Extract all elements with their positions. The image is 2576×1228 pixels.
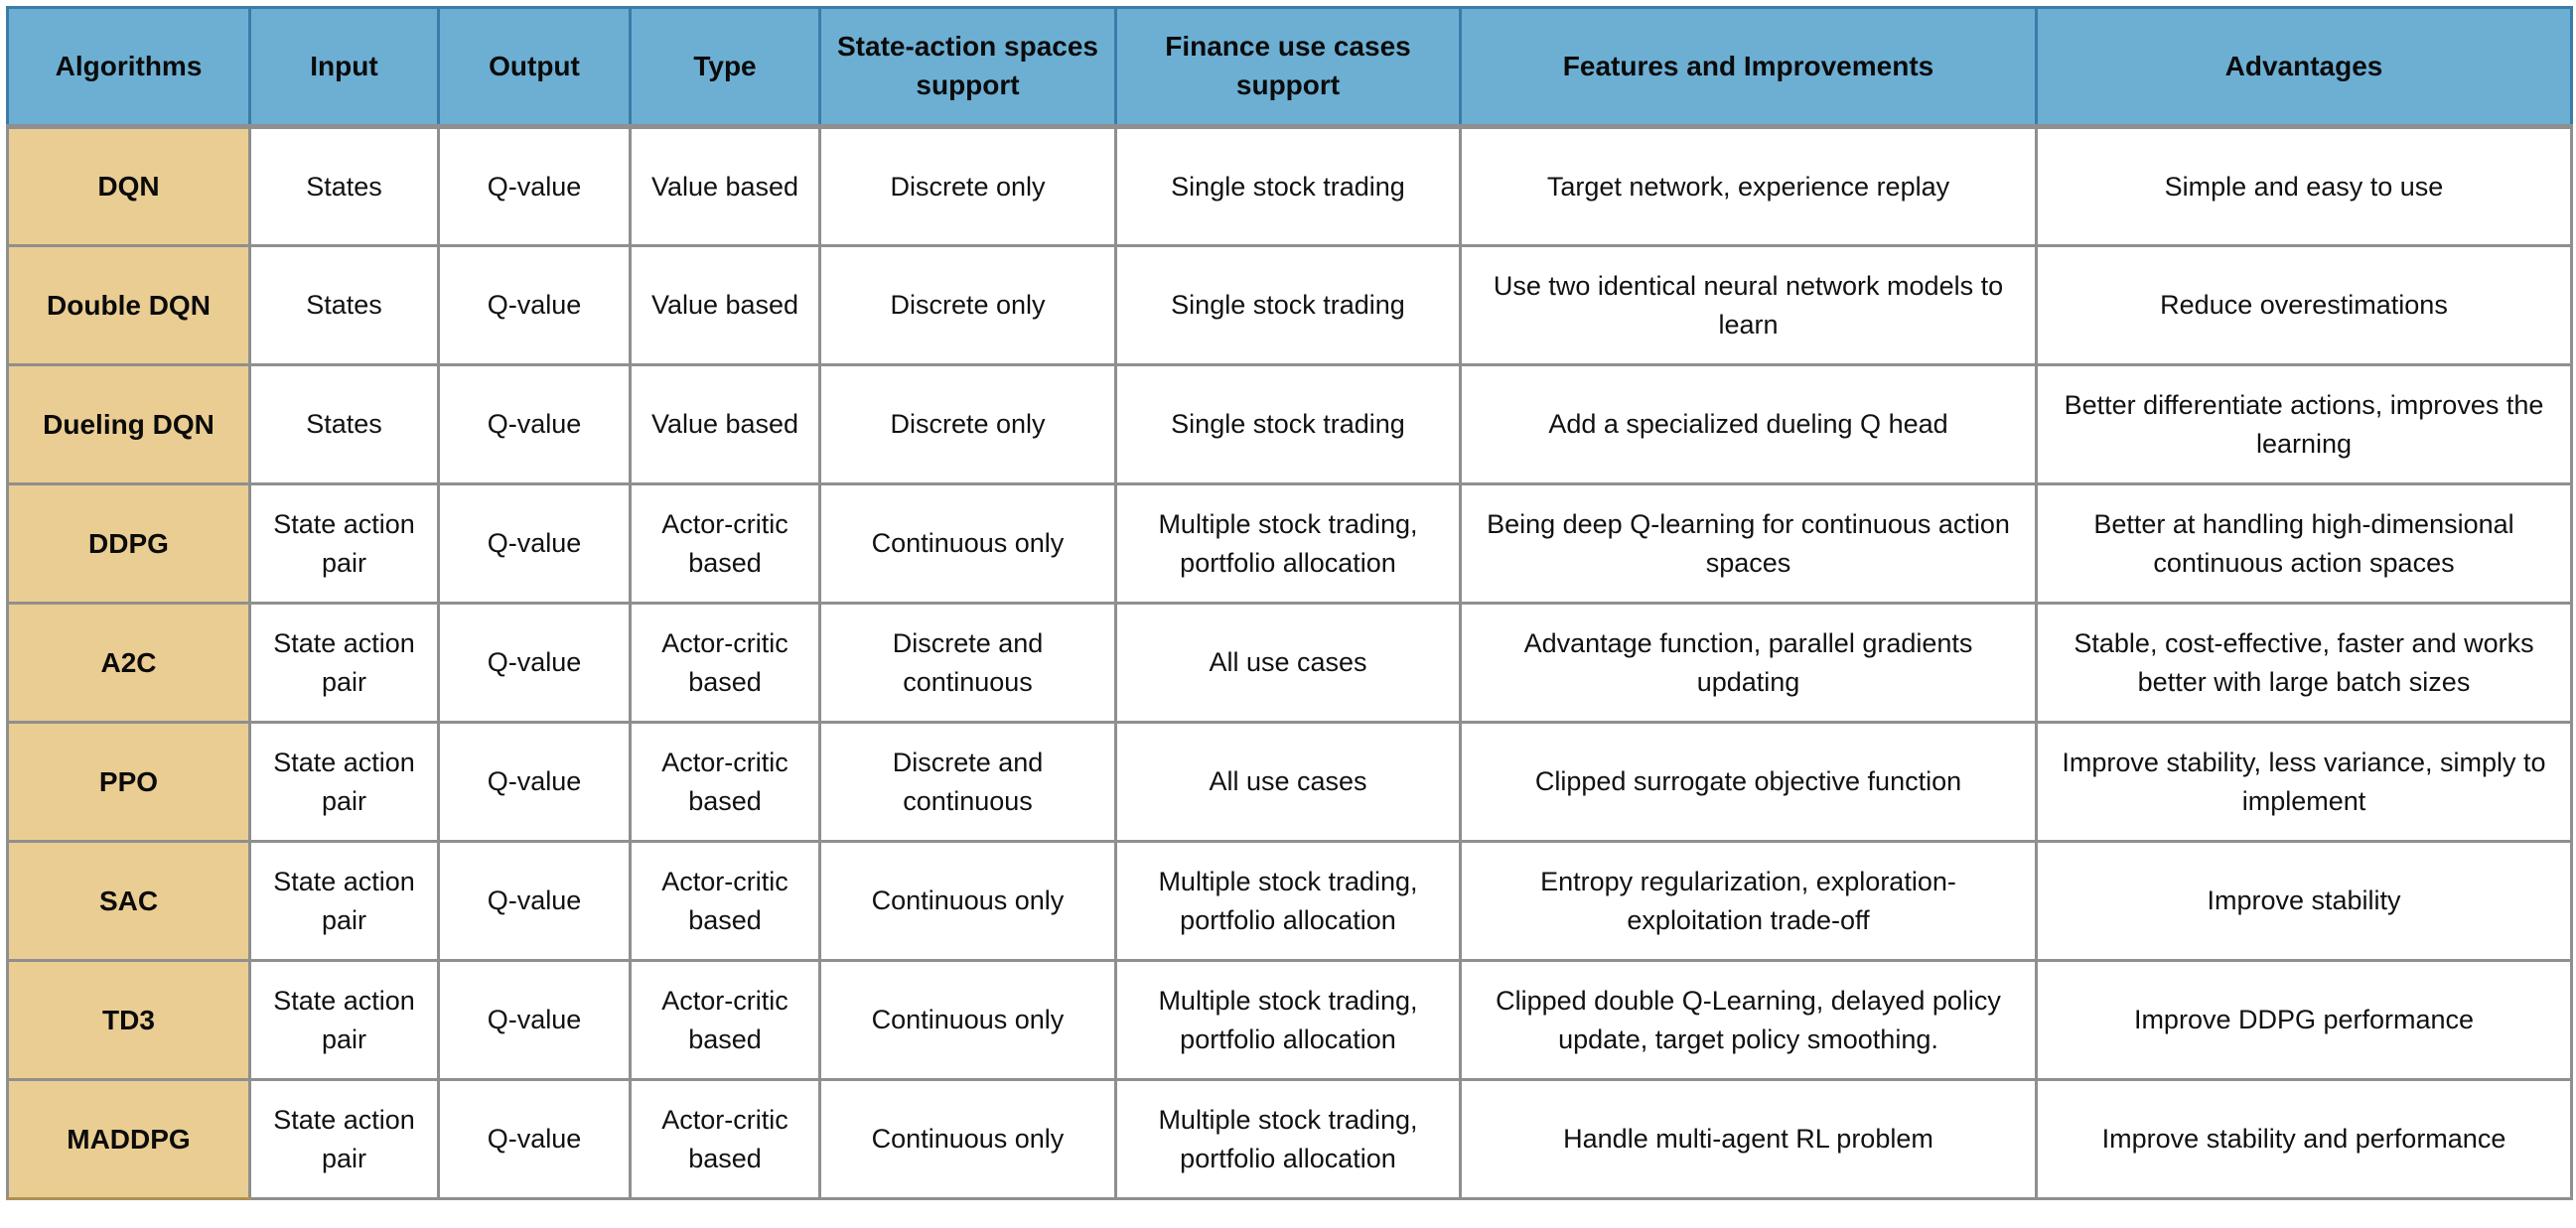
algorithm-name-cell: TD3 <box>6 959 251 1081</box>
output-cell: Q-value <box>437 1078 632 1200</box>
advantages-cell: Reduce overestimations <box>2035 244 2573 366</box>
state-action-cell: Discrete only <box>818 125 1117 247</box>
column-header-features-improvements: Features and Improvements <box>1459 6 2038 129</box>
features-cell: Use two identical neural network models … <box>1459 244 2038 366</box>
table-row-dqn: DQN States Q-value Value based Discrete … <box>6 125 2573 247</box>
algorithm-name-cell: A2C <box>6 602 251 724</box>
state-action-cell: Continuous only <box>818 959 1117 1081</box>
algorithm-name-cell: Double DQN <box>6 244 251 366</box>
type-cell: Value based <box>629 244 821 366</box>
output-cell: Q-value <box>437 602 632 724</box>
table-row-ddpg: DDPG State action pair Q-value Actor-cri… <box>6 482 2573 605</box>
input-cell: State action pair <box>248 602 440 724</box>
finance-use-cases-cell: All use cases <box>1114 602 1462 724</box>
table-row-ppo: PPO State action pair Q-value Actor-crit… <box>6 721 2573 843</box>
finance-use-cases-cell: Multiple stock trading, portfolio alloca… <box>1114 482 1462 605</box>
state-action-cell: Discrete and continuous <box>818 602 1117 724</box>
input-cell: State action pair <box>248 1078 440 1200</box>
table-row-a2c: A2C State action pair Q-value Actor-crit… <box>6 602 2573 724</box>
table-row-sac: SAC State action pair Q-value Actor-crit… <box>6 840 2573 962</box>
finance-use-cases-cell: Single stock trading <box>1114 244 1462 366</box>
output-cell: Q-value <box>437 840 632 962</box>
type-cell: Actor-critic based <box>629 482 821 605</box>
features-cell: Entropy regularization, exploration-expl… <box>1459 840 2038 962</box>
output-cell: Q-value <box>437 125 632 247</box>
rl-algorithms-comparison-table: Algorithms Input Output Type State-actio… <box>6 6 2573 1200</box>
output-cell: Q-value <box>437 363 632 485</box>
algorithm-name-cell: DQN <box>6 125 251 247</box>
state-action-cell: Continuous only <box>818 1078 1117 1200</box>
input-cell: State action pair <box>248 482 440 605</box>
algorithm-name-cell: SAC <box>6 840 251 962</box>
advantages-cell: Improve stability <box>2035 840 2573 962</box>
state-action-cell: Discrete only <box>818 363 1117 485</box>
algorithm-name-cell: PPO <box>6 721 251 843</box>
column-header-advantages: Advantages <box>2035 6 2573 129</box>
type-cell: Actor-critic based <box>629 840 821 962</box>
column-header-type: Type <box>629 6 821 129</box>
table-row-double-dqn: Double DQN States Q-value Value based Di… <box>6 244 2573 366</box>
input-cell: State action pair <box>248 840 440 962</box>
output-cell: Q-value <box>437 482 632 605</box>
type-cell: Actor-critic based <box>629 959 821 1081</box>
input-cell: States <box>248 363 440 485</box>
table-header: Algorithms Input Output Type State-actio… <box>6 6 2573 129</box>
input-cell: States <box>248 244 440 366</box>
input-cell: State action pair <box>248 959 440 1081</box>
table-row-dueling-dqn: Dueling DQN States Q-value Value based D… <box>6 363 2573 485</box>
finance-use-cases-cell: Single stock trading <box>1114 125 1462 247</box>
finance-use-cases-cell: Multiple stock trading, portfolio alloca… <box>1114 1078 1462 1200</box>
column-header-output: Output <box>437 6 632 129</box>
table-row-maddpg: MADDPG State action pair Q-value Actor-c… <box>6 1078 2573 1200</box>
advantages-cell: Simple and easy to use <box>2035 125 2573 247</box>
column-header-finance-use-cases: Finance use cases support <box>1114 6 1462 129</box>
type-cell: Value based <box>629 363 821 485</box>
input-cell: States <box>248 125 440 247</box>
input-cell: State action pair <box>248 721 440 843</box>
table-body: DQN States Q-value Value based Discrete … <box>6 125 2573 1200</box>
algorithm-name-cell: MADDPG <box>6 1078 251 1200</box>
features-cell: Handle multi-agent RL problem <box>1459 1078 2038 1200</box>
features-cell: Advantage function, parallel gradients u… <box>1459 602 2038 724</box>
table-row-td3: TD3 State action pair Q-value Actor-crit… <box>6 959 2573 1081</box>
output-cell: Q-value <box>437 721 632 843</box>
advantages-cell: Improve stability and performance <box>2035 1078 2573 1200</box>
type-cell: Actor-critic based <box>629 1078 821 1200</box>
advantages-cell: Better differentiate actions, improves t… <box>2035 363 2573 485</box>
finance-use-cases-cell: Single stock trading <box>1114 363 1462 485</box>
state-action-cell: Discrete and continuous <box>818 721 1117 843</box>
features-cell: Being deep Q-learning for continuous act… <box>1459 482 2038 605</box>
state-action-cell: Continuous only <box>818 840 1117 962</box>
advantages-cell: Stable, cost-effective, faster and works… <box>2035 602 2573 724</box>
type-cell: Actor-critic based <box>629 721 821 843</box>
state-action-cell: Discrete only <box>818 244 1117 366</box>
column-header-input: Input <box>248 6 440 129</box>
finance-use-cases-cell: Multiple stock trading, portfolio alloca… <box>1114 840 1462 962</box>
algorithm-name-cell: DDPG <box>6 482 251 605</box>
type-cell: Actor-critic based <box>629 602 821 724</box>
type-cell: Value based <box>629 125 821 247</box>
features-cell: Clipped double Q-Learning, delayed polic… <box>1459 959 2038 1081</box>
algorithm-name-cell: Dueling DQN <box>6 363 251 485</box>
column-header-state-action-spaces: State-action spaces support <box>818 6 1117 129</box>
finance-use-cases-cell: All use cases <box>1114 721 1462 843</box>
advantages-cell: Improve DDPG performance <box>2035 959 2573 1081</box>
features-cell: Clipped surrogate objective function <box>1459 721 2038 843</box>
output-cell: Q-value <box>437 244 632 366</box>
header-row: Algorithms Input Output Type State-actio… <box>6 6 2573 129</box>
output-cell: Q-value <box>437 959 632 1081</box>
column-header-algorithms: Algorithms <box>6 6 251 129</box>
state-action-cell: Continuous only <box>818 482 1117 605</box>
page: Algorithms Input Output Type State-actio… <box>6 6 2573 1200</box>
advantages-cell: Improve stability, less variance, simply… <box>2035 721 2573 843</box>
features-cell: Target network, experience replay <box>1459 125 2038 247</box>
finance-use-cases-cell: Multiple stock trading, portfolio alloca… <box>1114 959 1462 1081</box>
advantages-cell: Better at handling high-dimensional cont… <box>2035 482 2573 605</box>
features-cell: Add a specialized dueling Q head <box>1459 363 2038 485</box>
